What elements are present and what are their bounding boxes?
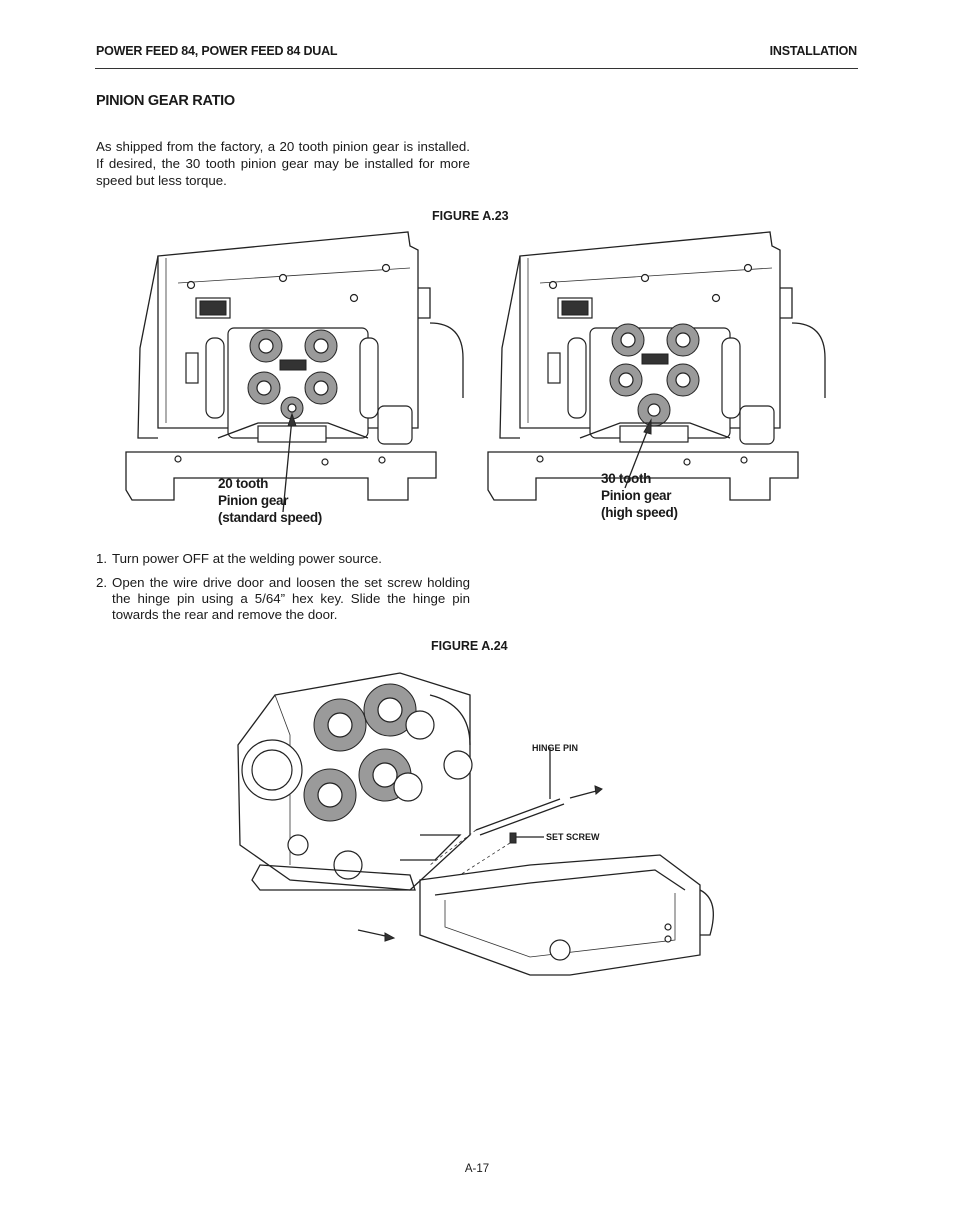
left-callout-line: (standard speed) xyxy=(218,510,322,525)
figure-a24-illustration xyxy=(237,672,714,976)
page-number: A-17 xyxy=(464,1163,490,1175)
right-callout-line: 30 tooth xyxy=(601,471,652,486)
step-item: 1. Turn power OFF at the welding power s… xyxy=(96,551,470,567)
figure-a24-label: FIGURE A.24 xyxy=(431,639,508,653)
step-number: 1. xyxy=(96,551,108,566)
section-title: PINION GEAR RATIO xyxy=(96,93,235,109)
figure-a23-label: FIGURE A.23 xyxy=(432,209,509,223)
step-text: Open the wire drive door and loosen the … xyxy=(112,575,470,622)
right-callout-line: Pinion gear xyxy=(601,488,672,503)
hinge-pin-label: HINGE PIN xyxy=(532,743,579,753)
set-screw-label: SET SCREW xyxy=(546,832,600,842)
instruction-steps: 1. Turn power OFF at the welding power s… xyxy=(96,551,470,631)
figure-a23-right-illustration xyxy=(487,231,826,501)
step-number: 2. xyxy=(96,575,108,590)
left-callout: 20 tooth Pinion gear (standard speed) xyxy=(218,475,322,526)
left-callout-line: Pinion gear xyxy=(218,493,289,508)
left-callout-line: 20 tooth xyxy=(218,476,269,491)
header-section: INSTALLATION xyxy=(769,44,858,58)
header-rule xyxy=(95,68,858,69)
right-callout: 30 tooth Pinion gear (high speed) xyxy=(601,470,678,521)
step-text: Turn power OFF at the welding power sour… xyxy=(112,551,382,566)
right-callout-line: (high speed) xyxy=(601,505,678,520)
figure-a23-left-illustration xyxy=(125,231,464,513)
intro-paragraph: As shipped from the factory, a 20 tooth … xyxy=(96,139,470,188)
step-item: 2. Open the wire drive door and loosen t… xyxy=(96,575,470,623)
header-title: POWER FEED 84, POWER FEED 84 DUAL xyxy=(96,44,338,58)
